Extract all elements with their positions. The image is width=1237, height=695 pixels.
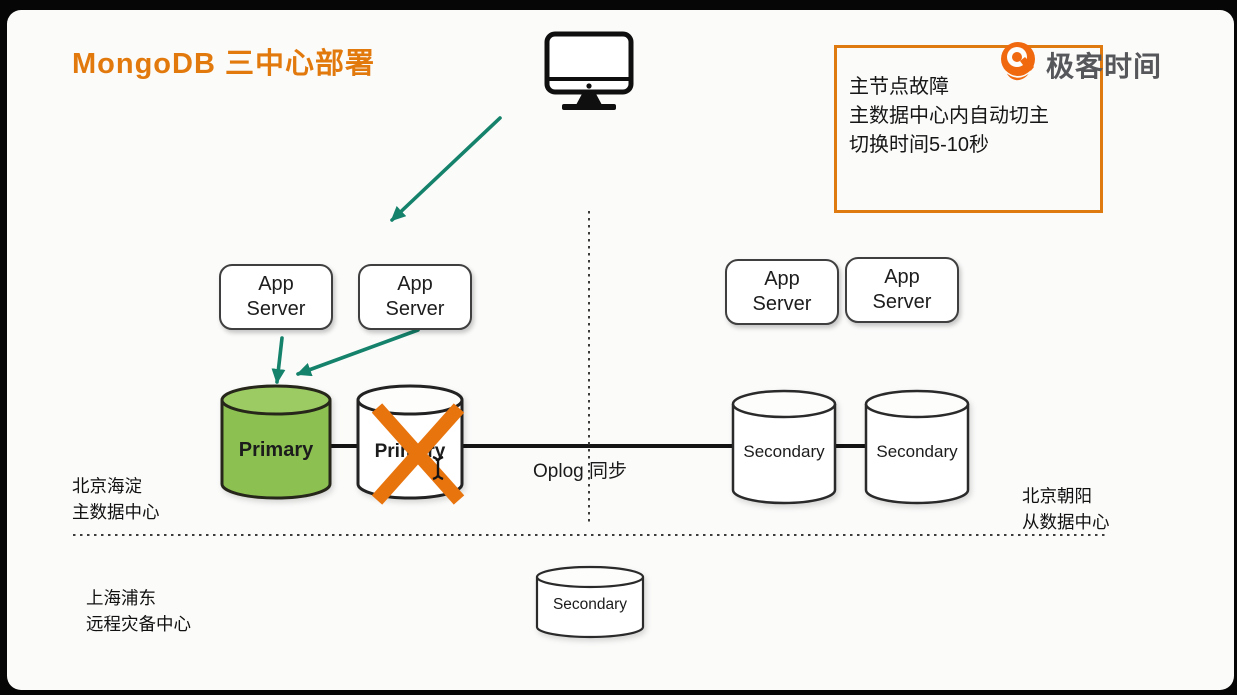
note-line-3: 切换时间5-10秒 bbox=[849, 134, 990, 156]
secondary-db-cylinder-right bbox=[864, 389, 970, 505]
secondary-node-right-label: Secondary bbox=[876, 442, 958, 461]
app-server-box-1: App Server bbox=[219, 264, 333, 330]
note-line-1: 主节点故障 bbox=[849, 76, 949, 98]
secondary-node-left-label: Secondary bbox=[743, 442, 825, 461]
traffic-arrows bbox=[271, 116, 502, 384]
failover-note-text: 主节点故障 主数据中心内自动切主 切换时间5-10秒 bbox=[849, 73, 1049, 160]
failover-note-box bbox=[834, 45, 1103, 213]
client-to-appserver-arrow bbox=[390, 116, 502, 222]
note-line-2: 主数据中心内自动切主 bbox=[849, 105, 1049, 127]
app-server-box-2: App Server bbox=[358, 264, 472, 330]
region-label-secondary-dc: 北京朝阳 从数据中心 bbox=[1022, 486, 1110, 532]
secondary-node-dr-label: Secondary bbox=[552, 596, 628, 613]
app-server-box-4: App Server bbox=[845, 257, 959, 323]
region-label-primary-dc: 北京海淀 主数据中心 bbox=[72, 476, 160, 522]
failed-primary-node-label: Primary bbox=[374, 441, 446, 462]
secondary-db-cylinder-dr bbox=[535, 565, 645, 639]
appserver1-to-primary-arrow bbox=[271, 336, 286, 384]
primary-db-cylinder bbox=[220, 384, 332, 500]
app-server-box-3: App Server bbox=[725, 259, 839, 325]
oplog-sync-label: Oplog 同步 bbox=[533, 461, 627, 482]
appserver2-to-primary-arrow bbox=[296, 328, 420, 377]
geektime-logo-text: 极客时间 bbox=[1046, 51, 1163, 82]
geektime-logo-icon bbox=[1001, 42, 1035, 82]
client-monitor-icon bbox=[544, 31, 634, 110]
primary-node-label: Primary bbox=[238, 439, 314, 461]
region-label-dr-dc: 上海浦东 远程灾备中心 bbox=[86, 588, 191, 634]
secondary-db-cylinder-left bbox=[731, 389, 837, 505]
page-title: MongoDB 三中心部署 bbox=[72, 48, 375, 80]
